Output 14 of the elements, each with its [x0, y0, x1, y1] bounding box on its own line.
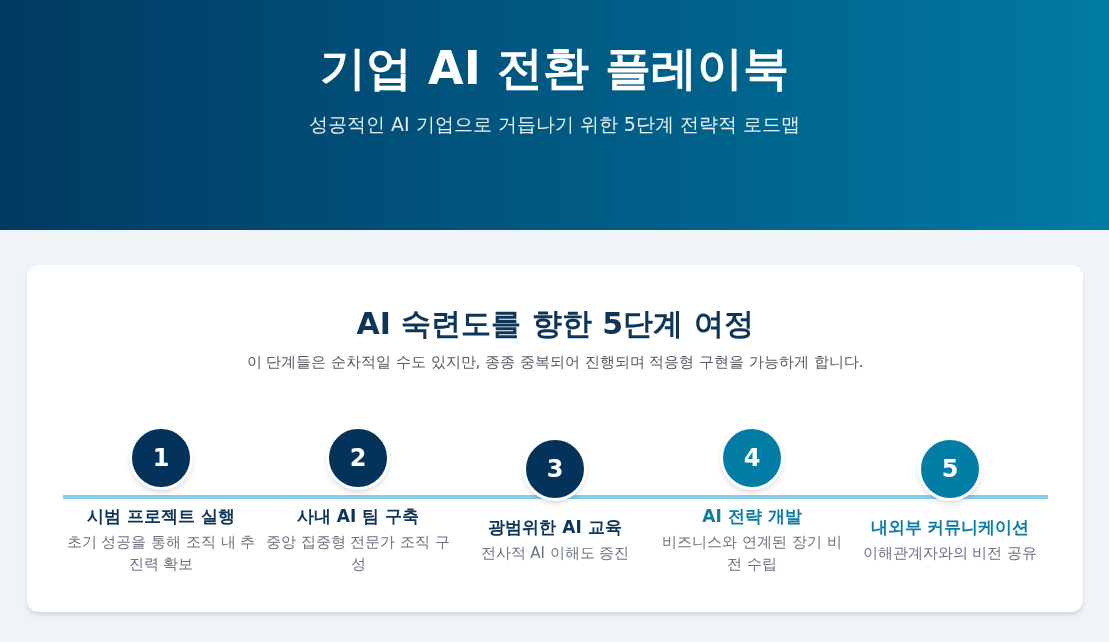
section-description: 이 단계들은 순차적일 수도 있지만, 종종 중복되어 진행되며 적응형 구현을 가능하게 합니다.	[245, 352, 865, 373]
step-title: 광범위한 AI 교육	[488, 516, 622, 538]
step-title: AI 전략 개발	[702, 505, 802, 527]
step-description: 중앙 집중형 전문가 조직 구성	[264, 532, 452, 575]
section-heading: AI 숙련도를 향한 5단계 여정	[355, 305, 755, 343]
page-subtitle: 성공적인 AI 기업으로 거듭나기 위한 5단계 전략적 로드맵	[309, 112, 800, 137]
step-title: 내외부 커뮤니케이션	[870, 516, 1030, 538]
page-title: 기업 AI 전환 플레이북	[320, 40, 789, 97]
step-description: 비즈니스와 연계된 장기 비전 수립	[661, 532, 843, 575]
step-description: 초기 성공을 통해 조직 내 추진력 확보	[65, 532, 257, 575]
step-title: 사내 AI 팀 구축	[296, 505, 420, 527]
step-description: 전사적 AI 이해도 증진	[479, 543, 631, 564]
step-title: 시범 프로젝트 실행	[87, 505, 235, 527]
step-description: 이해관계자와의 비전 공유	[861, 543, 1039, 564]
